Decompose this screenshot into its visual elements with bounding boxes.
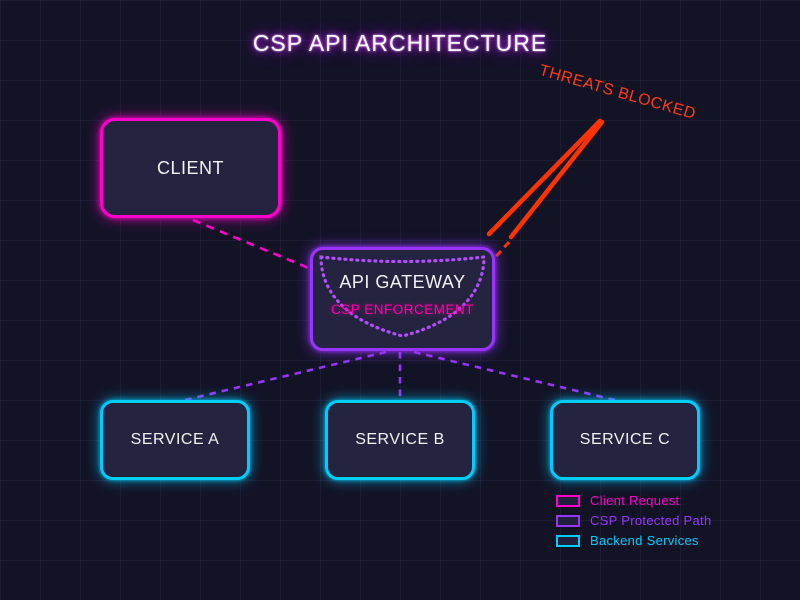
node-gateway[interactable]: API GATEWAY CSP ENFORCEMENT [310, 247, 495, 351]
legend-label-csp-protected-path: CSP Protected Path [590, 513, 712, 528]
node-gateway-sublabel: CSP ENFORCEMENT [330, 302, 474, 317]
legend-swatch-client-request [556, 494, 580, 507]
node-service-a[interactable]: SERVICE A [100, 400, 250, 480]
edge-gateway-service-c [413, 350, 620, 403]
legend-label-client-request: Client Request [590, 493, 680, 508]
legend-swatch-csp-protected-path [556, 514, 580, 527]
node-client-label: CLIENT [156, 157, 224, 178]
node-service-c[interactable]: SERVICE C [550, 400, 700, 480]
node-service-b-label: SERVICE B [355, 431, 445, 448]
threat-arrow-dashed-tail [490, 240, 511, 263]
legend-item-backend-services: Backend Services [556, 533, 712, 548]
node-client[interactable]: CLIENT [100, 118, 281, 218]
node-service-b[interactable]: SERVICE B [325, 400, 475, 480]
node-service-c-label: SERVICE C [579, 431, 671, 448]
legend-item-client-request: Client Request [556, 493, 712, 508]
diagram-title: CSP API ARCHITECTURE [252, 30, 548, 56]
legend: Client Request CSP Protected Path Backen… [556, 493, 712, 548]
legend-item-csp-protected-path: CSP Protected Path [556, 513, 712, 528]
node-service-a-label: SERVICE A [130, 431, 220, 448]
threat-arrow-line-2 [508, 119, 605, 240]
legend-label-backend-services: Backend Services [590, 533, 699, 548]
threat-arrow-line-1 [486, 118, 603, 237]
edge-client-gateway [192, 218, 312, 271]
node-gateway-label: API GATEWAY [339, 272, 466, 292]
legend-swatch-backend-services [556, 534, 580, 547]
edge-gateway-service-a [180, 350, 387, 403]
shield-icon [319, 255, 486, 338]
